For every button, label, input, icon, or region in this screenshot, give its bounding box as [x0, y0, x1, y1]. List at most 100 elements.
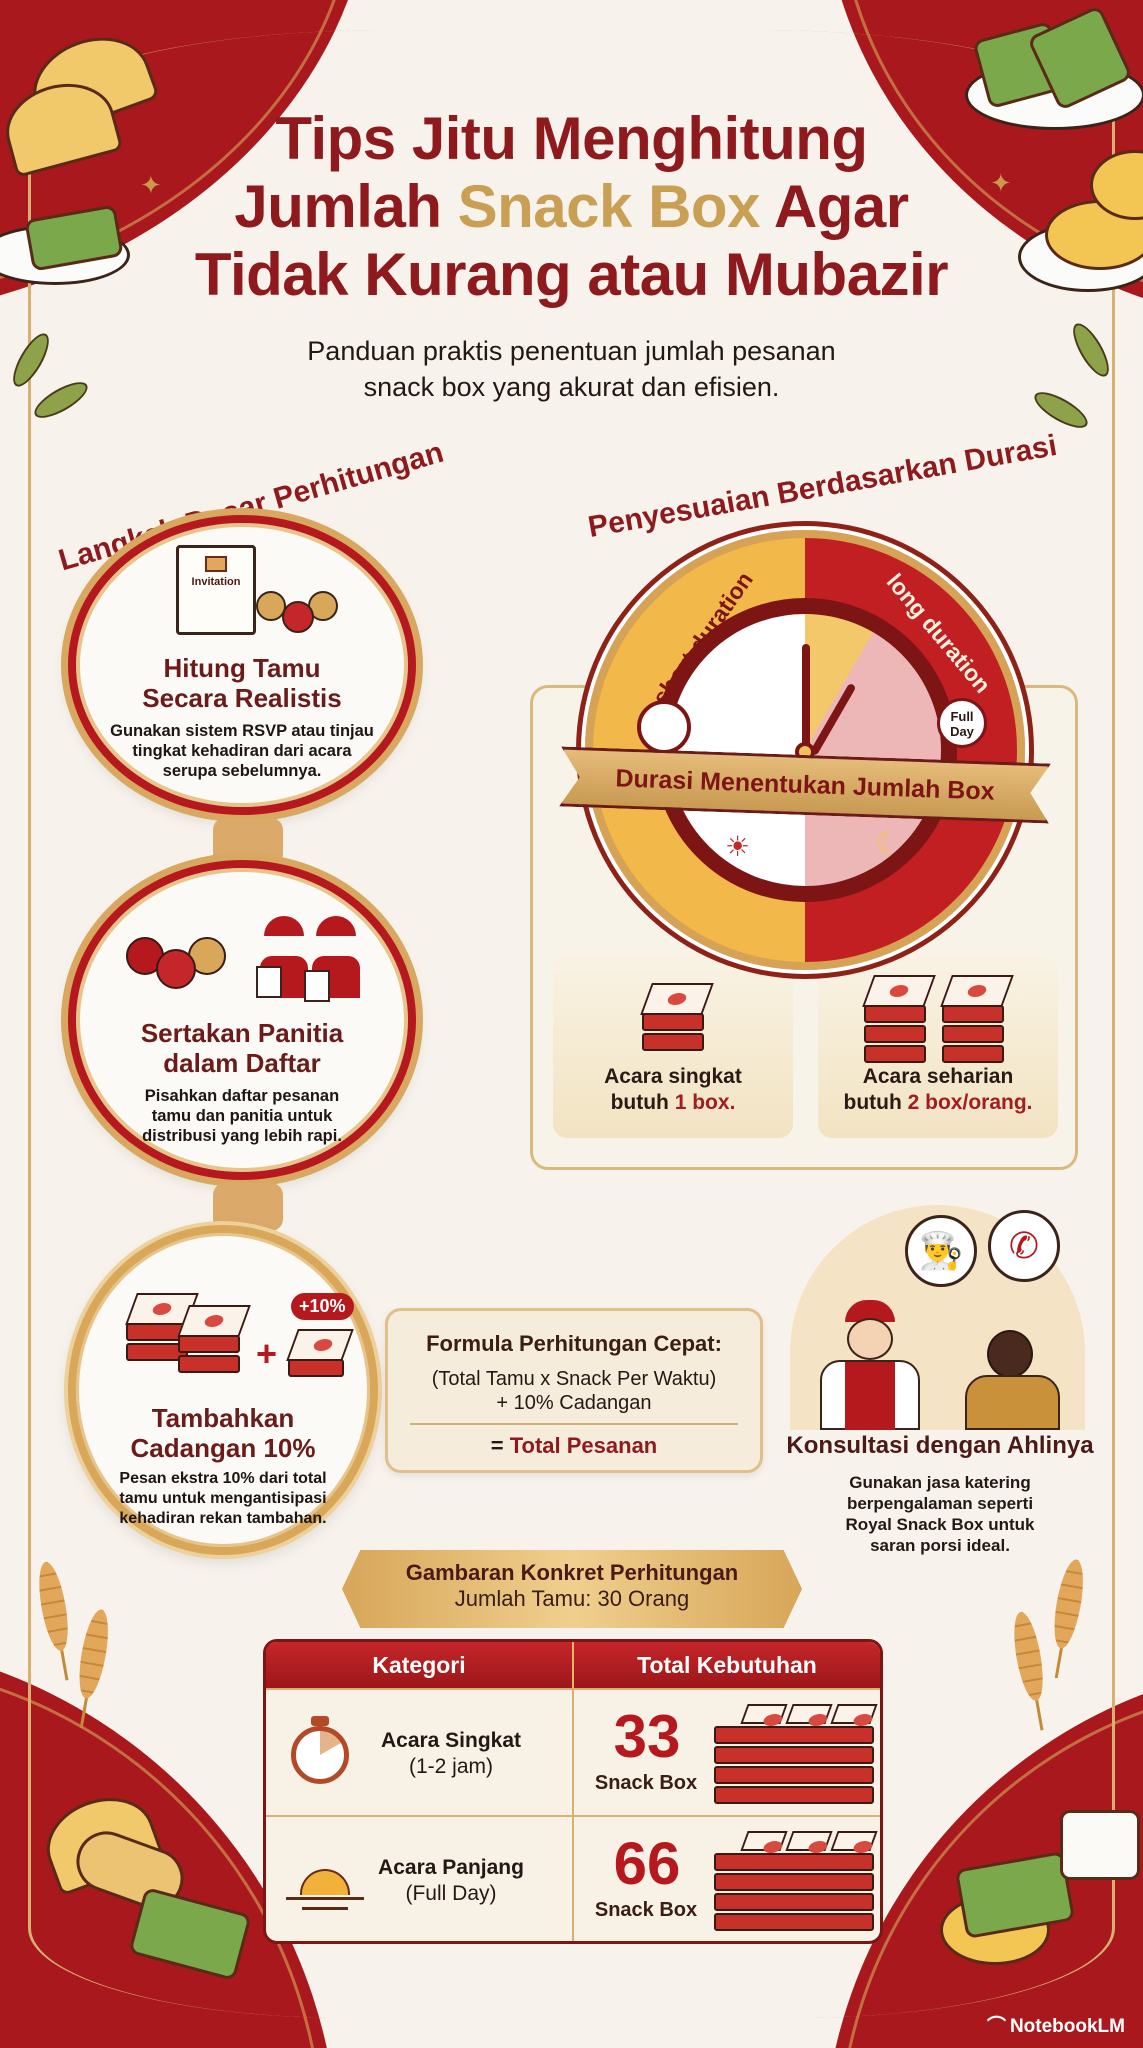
step-title-line: Tambahkan — [151, 1403, 295, 1433]
card-line: butuh — [610, 1091, 675, 1114]
page-subtitle: Panduan praktis penentuan jumlah pesanan… — [0, 333, 1143, 405]
invitation-label: Invitation — [191, 576, 241, 588]
column-header-total: Total Kebutuhan — [637, 1651, 817, 1678]
category-name: Acara Singkat (1-2 jam) — [376, 1728, 526, 1780]
step-title-line: Sertakan Panitia — [140, 1018, 344, 1048]
category-name: Acara Panjang (Full Day) — [376, 1855, 526, 1907]
formula-line: (Total Tamu x Snack Per Waktu) — [431, 1368, 717, 1390]
calculation-table: Kategori Total Kebutuhan Acara Singkat (… — [263, 1639, 883, 1944]
step-text-line: serupa sebelumnya. — [162, 762, 322, 780]
rice-snack-illustration — [1060, 1810, 1140, 1880]
table-row: Acara Singkat (1-2 jam) 33 Snack Box — [266, 1688, 880, 1815]
duration-card-text: Acara singkat butuh 1 box. — [553, 1064, 793, 1116]
committee-icon — [256, 916, 366, 1002]
clock-face — [653, 598, 957, 902]
caterer-illustration — [815, 1300, 925, 1430]
step-description: Pesan ekstra 10% dari total tamu untuk m… — [76, 1469, 370, 1529]
total-unit: Snack Box — [594, 1772, 698, 1794]
sparkle-icon: ✦ — [140, 170, 162, 200]
snack-box-stacks-icon — [858, 975, 1018, 1075]
step-description: Pisahkan daftar pesanan tamu dan panitia… — [76, 1086, 408, 1146]
category-label: Acara Panjang — [378, 1856, 524, 1879]
guests-icon — [126, 923, 236, 993]
consult-title: Konsultasi dengan Ahlinya — [786, 1432, 1094, 1459]
title-line-1: Tips Jitu Menghitung — [275, 105, 868, 172]
step-title: Hitung Tamu Secara Realistis — [76, 653, 408, 713]
table-row: Acara Panjang (Full Day) 66 Snack Box — [266, 1815, 880, 1941]
title-line-2: Jumlah Snack Box Agar — [0, 173, 1143, 241]
title-accent: Snack Box — [457, 173, 761, 240]
step-title: Sertakan Panitia dalam Daftar — [76, 1018, 408, 1078]
category-detail: (Full Day) — [405, 1882, 497, 1905]
plus-icon: + — [256, 1333, 278, 1374]
title-text: Jumlah — [234, 173, 458, 240]
step-text-line: tingkat kehadiran dari acara — [132, 742, 352, 760]
step-title-line: Secara Realistis — [142, 683, 342, 713]
full-day-badge: Full Day — [937, 698, 987, 748]
duration-card-text: Acara seharian butuh 2 box/orang. — [818, 1064, 1058, 1116]
consult-text-line: Gunakan jasa katering — [849, 1473, 1031, 1492]
total-cell: 66 Snack Box — [574, 1817, 880, 1941]
phone-icon: ✆ — [988, 1210, 1060, 1282]
example-subtitle: Jumlah Tamu: 30 Orang — [454, 1586, 690, 1611]
moon-icon: ☾ — [875, 827, 902, 860]
total-number: 33 — [613, 1703, 681, 1770]
formula-expression: (Total Tamu x Snack Per Waktu) + 10% Cad… — [388, 1367, 760, 1415]
percent-badge: +10% — [291, 1293, 354, 1320]
stopwatch-icon — [291, 1716, 353, 1784]
duration-card-long: Acara seharian butuh 2 box/orang. — [818, 953, 1058, 1138]
title-line-3: Tidak Kurang atau Mubazir — [194, 241, 949, 308]
step-text-line: tamu dan panitia untuk — [151, 1107, 333, 1125]
page-title: Tips Jitu Menghitung Jumlah Snack Box Ag… — [0, 105, 1143, 309]
column-header-category: Kategori — [266, 1642, 574, 1688]
snack-box-pile-icon — [714, 1831, 878, 1931]
category-cell: Acara Singkat (1-2 jam) — [266, 1690, 574, 1815]
step-title-line: dalam Daftar — [163, 1048, 321, 1078]
single-snack-box-icon — [286, 1329, 354, 1385]
step-text-line: distribusi yang lebih rapi. — [142, 1127, 342, 1145]
formula-equals: = — [490, 1433, 510, 1458]
formula-line: + 10% Cadangan — [496, 1392, 652, 1414]
example-title: Gambaran Konkret Perhitungan — [405, 1560, 739, 1585]
formula-title: Formula Perhitungan Cepat: — [426, 1331, 722, 1356]
step-connector — [213, 818, 283, 866]
consult-text-line: saran porsi ideal. — [870, 1536, 1010, 1555]
notebooklm-logo-icon: ⌒ — [986, 2016, 1006, 2037]
formula-divider — [410, 1423, 738, 1425]
envelope-icon — [205, 556, 227, 572]
subtitle-line-1: Panduan praktis penentuan jumlah pesanan — [307, 336, 836, 366]
total-cell: 33 Snack Box — [574, 1690, 880, 1815]
step-card-include-committee: Sertakan Panitia dalam Daftar Pisahkan d… — [68, 860, 416, 1180]
duration-section-title: Penyesuaian Berdasarkan Durasi — [585, 428, 1060, 545]
step-title-line: Cadangan 10% — [130, 1433, 316, 1463]
duration-card-short: Acara singkat butuh 1 box. — [553, 953, 793, 1138]
invitation-icon: Invitation — [176, 545, 256, 635]
category-label: Acara Singkat — [380, 1729, 522, 1752]
mini-clock-icon — [637, 700, 691, 754]
sparkle-icon: ✦ — [990, 168, 1012, 198]
notebooklm-brand: ⌒NotebookLM — [987, 2011, 1125, 2038]
step-text-line: tamu untuk mengantisipasi — [119, 1490, 327, 1507]
category-cell: Acara Panjang (Full Day) — [266, 1817, 574, 1941]
formula-box: Formula Perhitungan Cepat: (Total Tamu x… — [385, 1308, 763, 1473]
sunset-icon — [286, 1857, 366, 1917]
step-text-line: kehadiran rekan tambahan. — [119, 1510, 327, 1527]
example-banner: Gambaran Konkret Perhitungan Jumlah Tamu… — [342, 1550, 802, 1628]
wheat-decoration — [1054, 1559, 1092, 1681]
snack-box-stack-icon — [111, 1293, 251, 1393]
wheat-decoration — [1019, 1609, 1057, 1731]
card-line: Acara seharian — [862, 1065, 1014, 1088]
card-highlight: 2 box/orang. — [907, 1091, 1033, 1114]
step-card-add-reserve: + +10% Tambahkan Cadangan 10% Pesan ekst… — [68, 1225, 378, 1555]
full-day-text: Day — [950, 724, 974, 739]
wheat-decoration — [79, 1609, 117, 1731]
formula-result: = Total Pesanan — [388, 1433, 760, 1459]
consult-text-line: berpengalaman seperti — [846, 1494, 1034, 1513]
table-header: Kategori Total Kebutuhan — [266, 1642, 880, 1688]
card-highlight: 1 box. — [674, 1091, 736, 1114]
card-line: Acara singkat — [604, 1065, 742, 1088]
consult-description: Gunakan jasa katering berpengalaman sepe… — [790, 1472, 1090, 1556]
chef-hat-icon: 👨‍🍳 — [905, 1215, 977, 1287]
step-text-line: Gunakan sistem RSVP atau tinjau — [110, 722, 374, 740]
duration-gauge: short duration long duration Full Day Du… — [585, 530, 1025, 970]
